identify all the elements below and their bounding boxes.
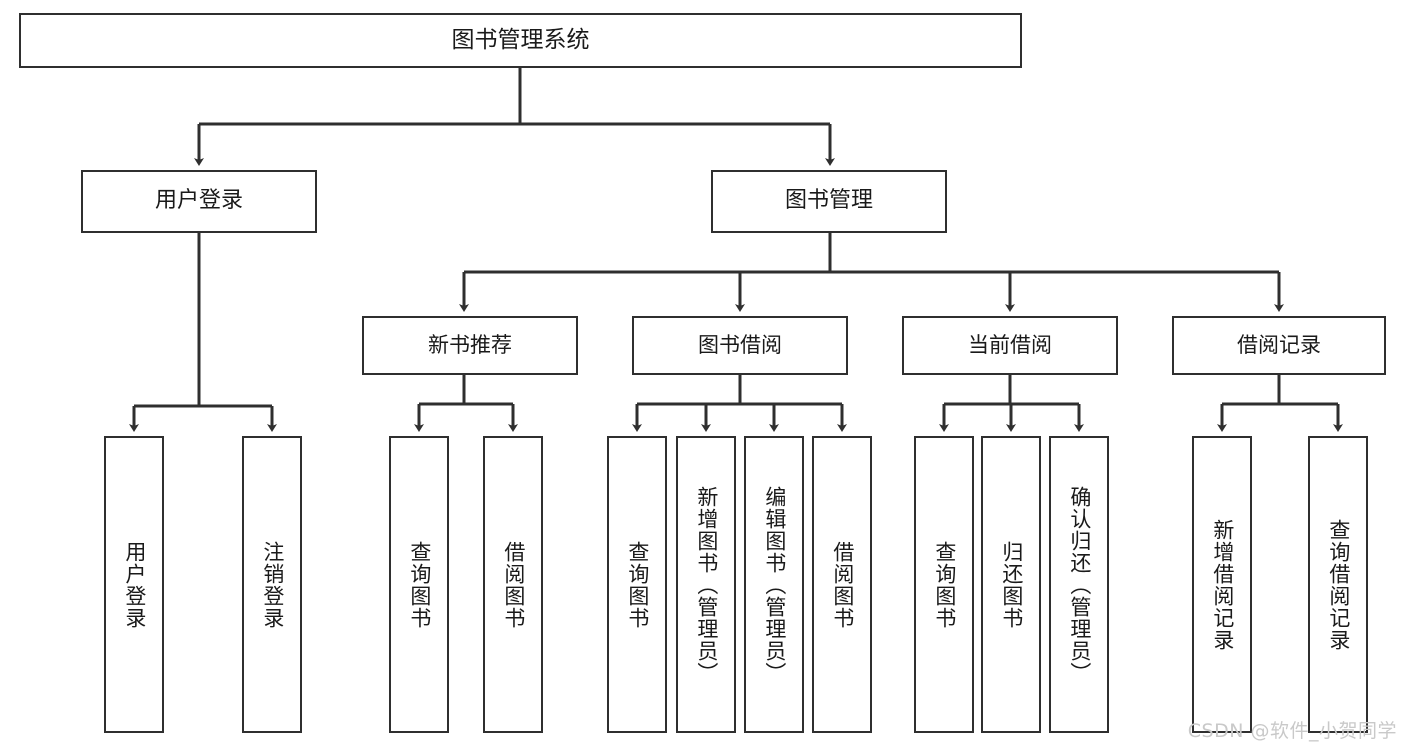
node-label: 新增借阅记录	[1210, 518, 1235, 651]
node-label: 查询图书	[932, 540, 957, 629]
leaf-new-book-borrow[interactable]: 借阅图书	[483, 436, 543, 733]
node-book-management[interactable]: 图书管理	[711, 170, 947, 233]
node-label: 借阅记录	[1237, 332, 1321, 357]
leaf-borrow-record-query[interactable]: 查询借阅记录	[1308, 436, 1368, 733]
node-root-system[interactable]: 图书管理系统	[19, 13, 1022, 68]
node-new-book-recommend[interactable]: 新书推荐	[362, 316, 578, 375]
leaf-book-borrow-query[interactable]: 查询图书	[607, 436, 667, 733]
node-label: 编辑图书（管理员）	[762, 485, 787, 684]
leaf-borrow-record-add[interactable]: 新增借阅记录	[1192, 436, 1252, 733]
node-label: 新增图书（管理员）	[694, 485, 719, 684]
node-label: 图书管理	[784, 188, 873, 214]
node-label: 用户登录	[154, 188, 243, 214]
leaf-book-borrow-borrow[interactable]: 借阅图书	[812, 436, 872, 733]
node-label: 借阅图书	[830, 540, 855, 629]
node-label: 归还图书	[999, 540, 1024, 629]
node-label: 图书借阅	[698, 332, 782, 357]
node-label: 查询图书	[625, 540, 650, 629]
node-label: 借阅图书	[501, 540, 526, 629]
watermark-text: CSDN @软件_小贺同学	[1187, 720, 1397, 742]
node-label: 图书管理系统	[451, 27, 590, 54]
leaf-current-borrow-return[interactable]: 归还图书	[981, 436, 1041, 733]
leaf-current-borrow-query[interactable]: 查询图书	[914, 436, 974, 733]
node-label: 当前借阅	[968, 332, 1052, 357]
node-current-borrow[interactable]: 当前借阅	[902, 316, 1118, 375]
leaf-book-borrow-add[interactable]: 新增图书（管理员）	[676, 436, 736, 733]
node-book-borrow[interactable]: 图书借阅	[632, 316, 848, 375]
leaf-user-login-logout[interactable]: 注销登录	[242, 436, 302, 733]
node-label: 新书推荐	[428, 332, 512, 357]
node-label: 查询借阅记录	[1326, 518, 1351, 651]
node-label: 注销登录	[260, 540, 285, 629]
leaf-current-borrow-confirm-return[interactable]: 确认归还（管理员）	[1049, 436, 1109, 733]
node-label: 确认归还（管理员）	[1067, 485, 1092, 684]
node-user-login[interactable]: 用户登录	[81, 170, 317, 233]
leaf-user-login-login[interactable]: 用户登录	[104, 436, 164, 733]
leaf-new-book-query[interactable]: 查询图书	[389, 436, 449, 733]
node-borrow-record[interactable]: 借阅记录	[1172, 316, 1386, 375]
node-label: 查询图书	[407, 540, 432, 629]
node-label: 用户登录	[122, 540, 147, 629]
leaf-book-borrow-edit[interactable]: 编辑图书（管理员）	[744, 436, 804, 733]
